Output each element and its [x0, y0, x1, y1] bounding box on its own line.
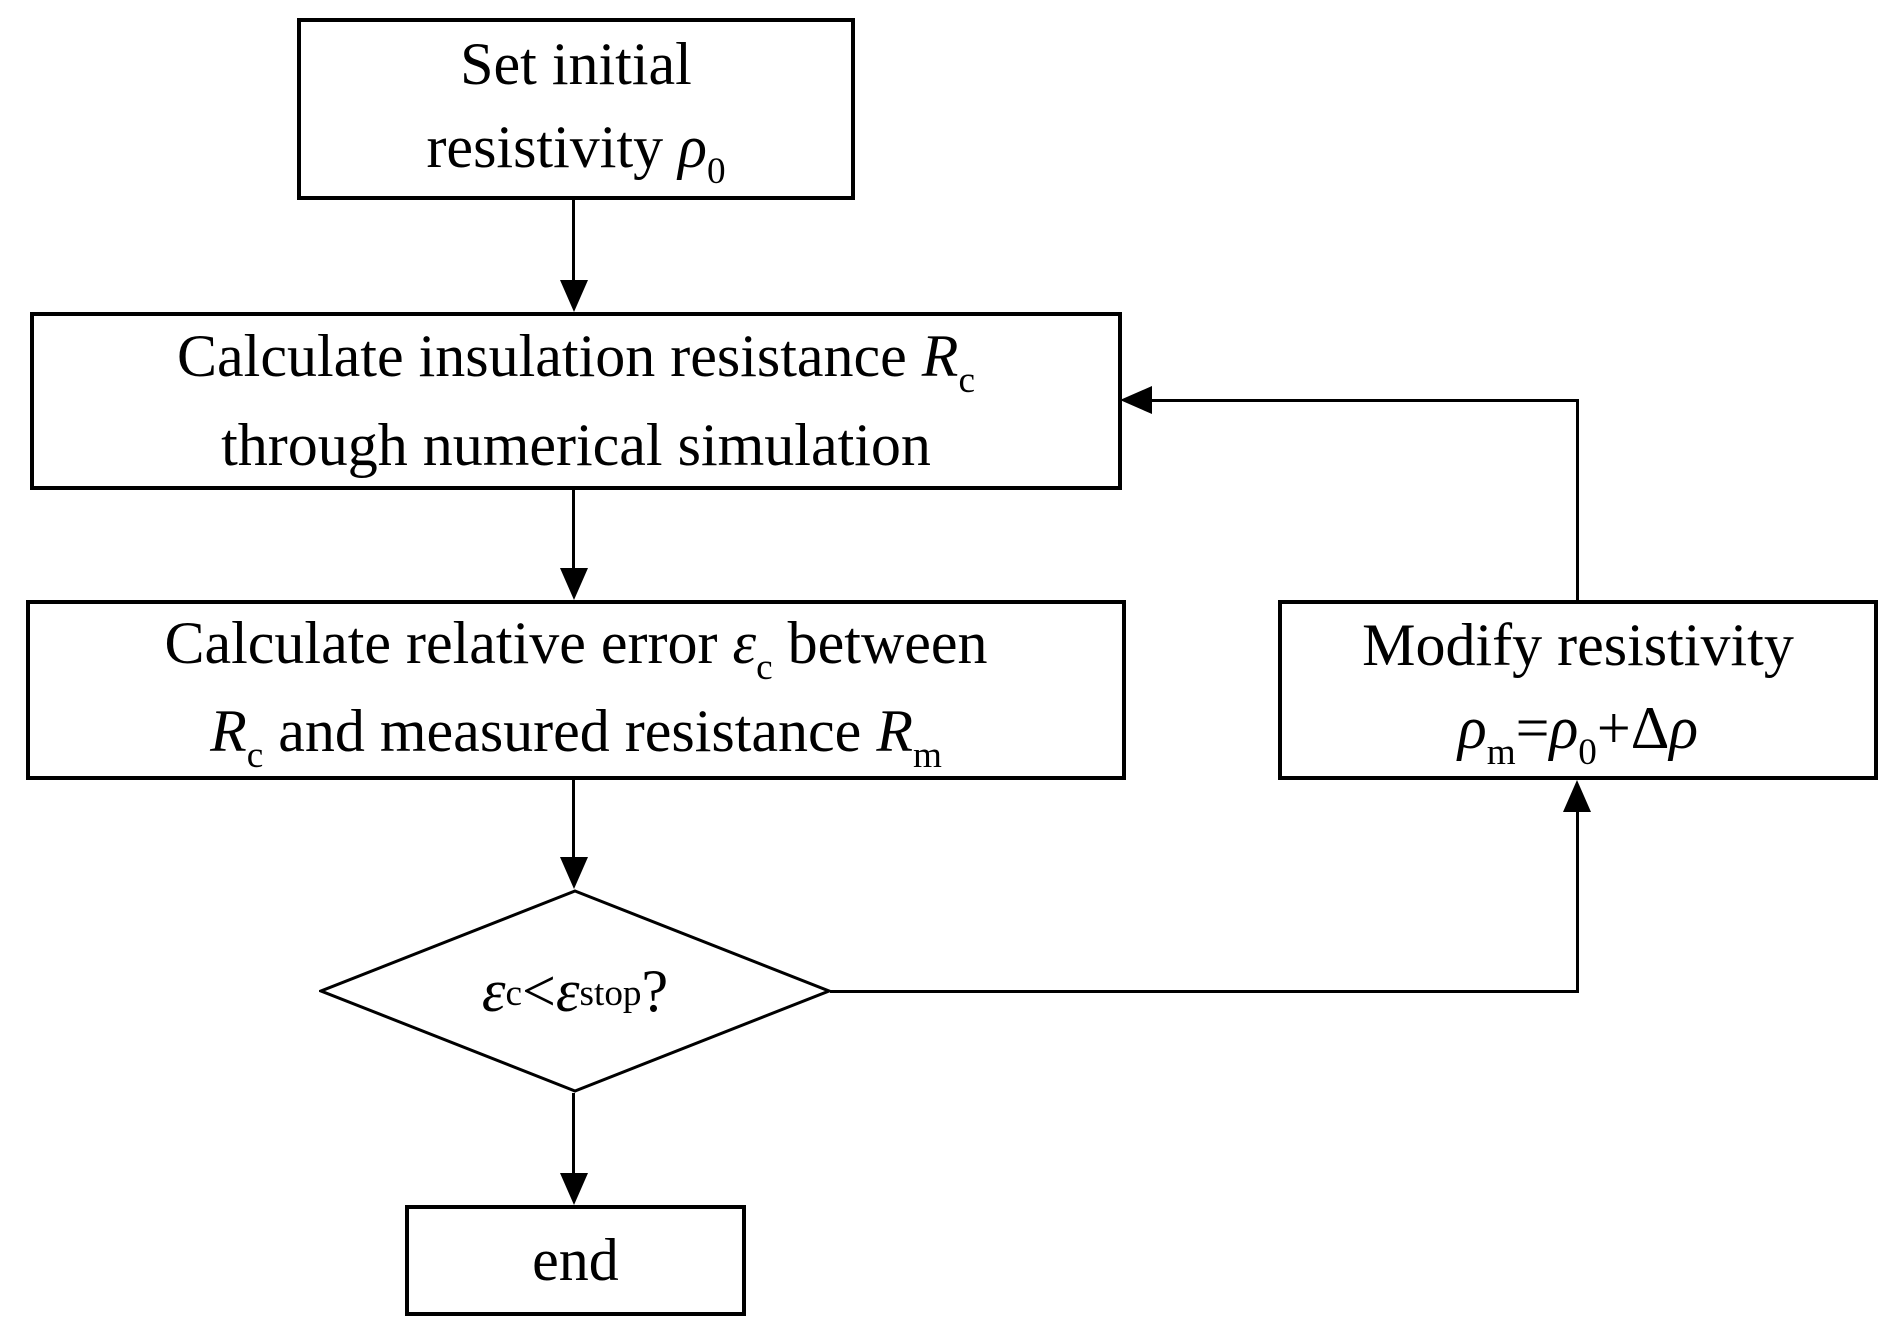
subscript: c — [246, 734, 264, 776]
node-set-initial-resistivity: Set initial resistivity ρ0 — [297, 18, 855, 200]
text-fragment: Calculate insulation resistance — [177, 323, 922, 390]
node-end: end — [405, 1205, 746, 1316]
node-text-line: resistivity ρ0 — [426, 106, 725, 194]
subscript: m — [912, 734, 942, 776]
text-fragment: through numerical simulation — [221, 411, 931, 478]
variable-epsilon: ε — [732, 609, 757, 676]
node-modify-resistivity: Modify resistivity ρm=ρ0+Δρ — [1278, 600, 1878, 780]
arrowhead-down-icon — [560, 568, 588, 600]
text-fragment: = — [1515, 695, 1550, 762]
text-fragment: and measured resistance — [263, 698, 877, 764]
arrowhead-down-icon — [560, 857, 588, 889]
connector-error-to-decision — [572, 780, 575, 859]
text-fragment: Modify resistivity — [1362, 612, 1794, 679]
subscript: c — [958, 360, 975, 402]
subscript: 0 — [706, 151, 726, 193]
text-fragment: end — [532, 1227, 619, 1294]
node-calc-insulation-resistance: Calculate insulation resistance Rc throu… — [30, 312, 1122, 490]
node-text-line: Rc and measured resistance Rm — [210, 690, 942, 778]
subscript: c — [756, 646, 773, 688]
variable-epsilon: ε — [555, 957, 580, 1024]
text-fragment: ? — [641, 957, 669, 1024]
variable-R: R — [210, 698, 247, 764]
node-text-line: Calculate insulation resistance Rc — [177, 315, 975, 403]
variable-epsilon: ε — [481, 957, 506, 1024]
text-fragment: resistivity — [426, 114, 679, 181]
subscript: stop — [579, 973, 642, 1015]
decision-diamond — [316, 889, 834, 1093]
node-text-line: ρm=ρ0+Δρ — [1458, 687, 1698, 775]
node-calc-relative-error: Calculate relative error εc between Rc a… — [26, 600, 1126, 780]
text-fragment: between — [772, 609, 988, 676]
variable-R: R — [921, 323, 959, 390]
arrowhead-left-icon — [1120, 386, 1152, 414]
node-text-line: Modify resistivity — [1362, 604, 1794, 687]
decision-diamond-shape — [316, 889, 834, 1093]
node-text-line: through numerical simulation — [221, 404, 931, 487]
subscript: c — [505, 973, 523, 1015]
connector-decision-to-modify-horizontal — [830, 990, 1578, 993]
connector-modify-to-calc-horizontal — [1150, 399, 1579, 402]
arrowhead-up-icon — [1563, 780, 1591, 812]
node-text-line: end — [532, 1219, 619, 1302]
variable-rho: ρ — [678, 114, 707, 181]
variable-rho: ρ — [1457, 695, 1487, 762]
connector-start-to-calc — [572, 200, 575, 282]
variable-rho: ρ — [1549, 695, 1579, 762]
connector-decision-to-modify-vertical — [1576, 808, 1579, 993]
subscript: m — [1486, 732, 1516, 774]
connector-modify-to-calc-vertical — [1576, 400, 1579, 600]
text-fragment: +Δ — [1596, 695, 1670, 762]
variable-rho: ρ — [1669, 695, 1699, 762]
variable-R: R — [876, 698, 913, 764]
arrowhead-down-icon — [560, 280, 588, 312]
node-text-line: Set initial — [460, 23, 692, 106]
subscript: 0 — [1578, 732, 1597, 774]
text-fragment: Set initial — [460, 31, 692, 98]
text-fragment: < — [522, 957, 556, 1024]
text-fragment: Calculate relative error — [164, 609, 733, 676]
arrowhead-down-icon — [560, 1173, 588, 1205]
connector-decision-to-end — [572, 1093, 575, 1175]
node-text-line: Calculate relative error εc between — [164, 602, 987, 690]
connector-calc-to-error — [572, 490, 575, 570]
